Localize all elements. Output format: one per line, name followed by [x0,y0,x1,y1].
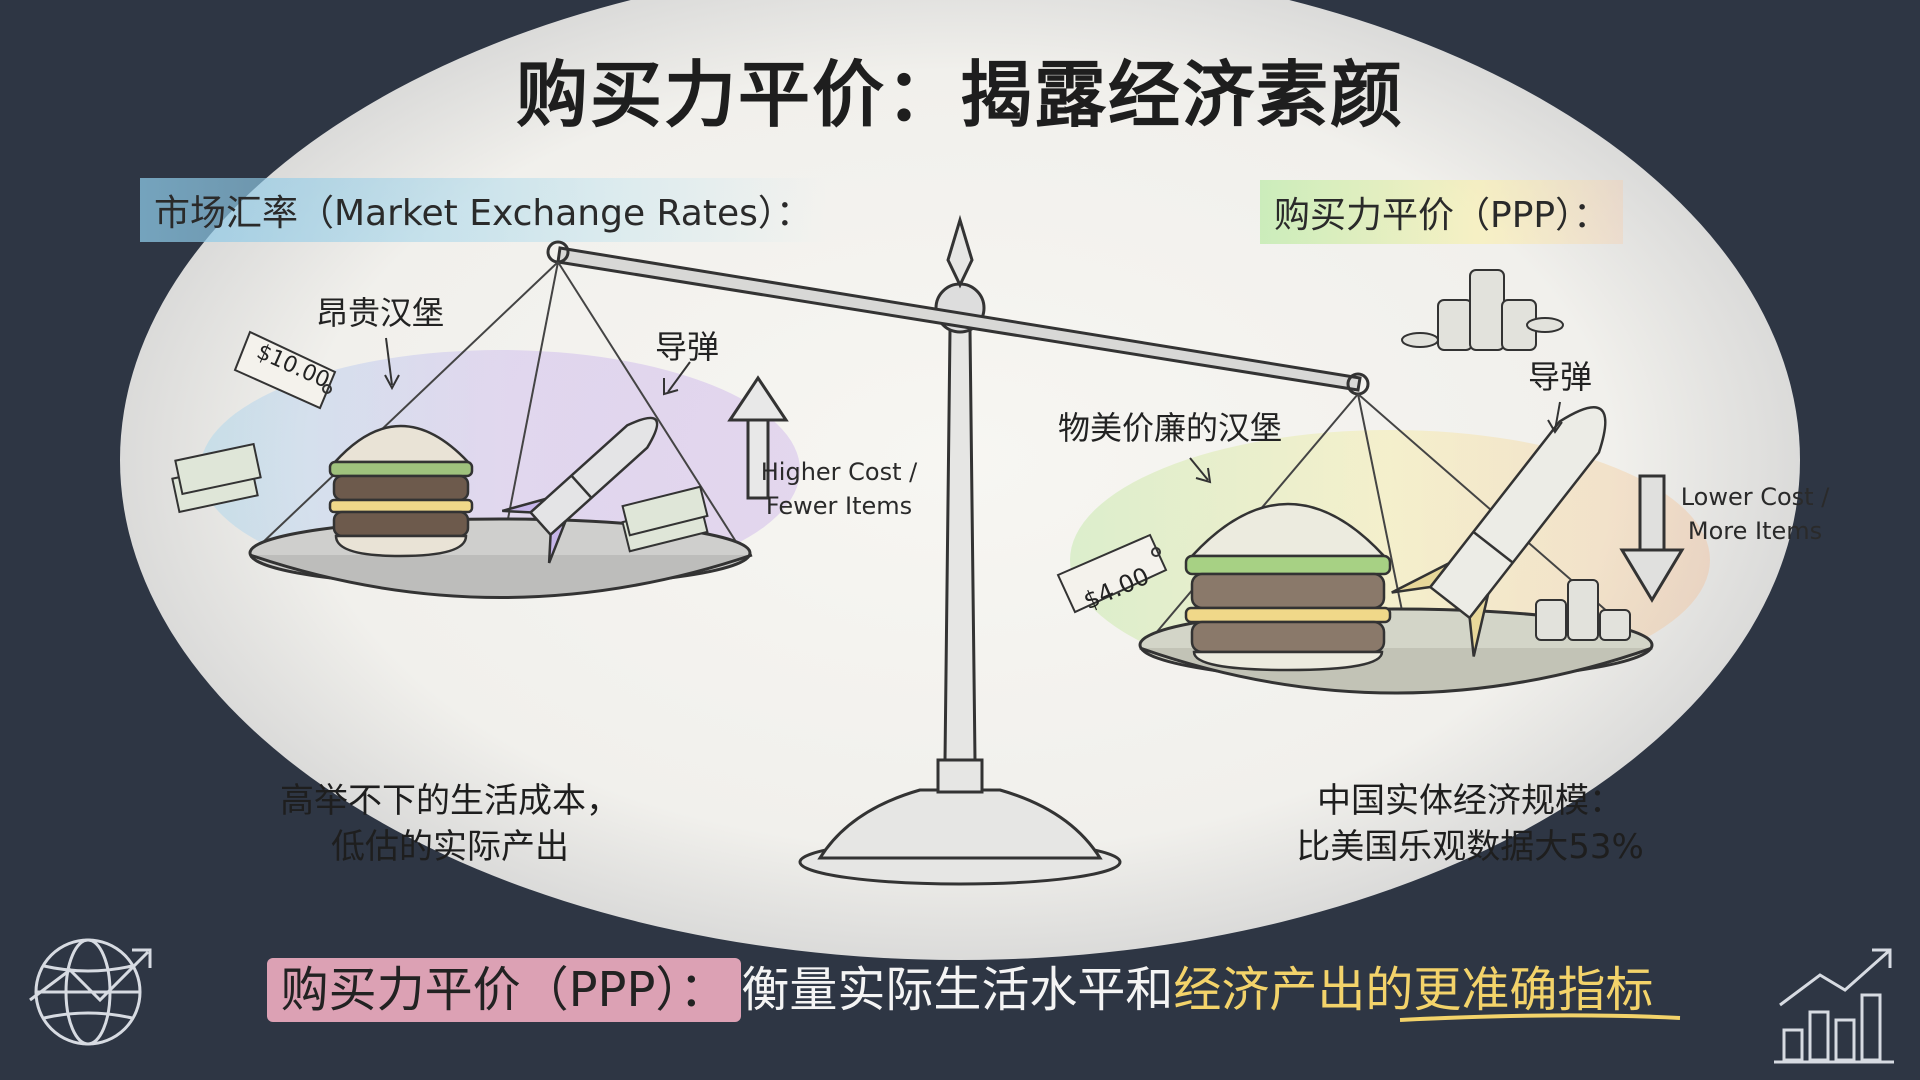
scale-stand [798,214,1122,886]
higher-cost-line1: Higher Cost / [760,458,918,486]
arrow-up-icon [727,375,789,500]
right-missile-icon [1391,405,1607,657]
page-title: 购买力平价：揭露经济素颜 [515,53,1404,137]
coin-stack-icon [1401,269,1564,351]
expensive-burger-label: 昂贵汉堡 [316,294,445,332]
left-pan-cash-icon [621,485,709,553]
higher-cost-note: Higher Cost / Fewer Items [754,455,924,523]
right-caption: 中国实体经济规模： 比美国乐观数据大53% [1250,778,1690,870]
market-exchange-heading: 市场汇率（Market Exchange Rates）： [140,178,826,242]
left-missile-label: 导弹 [655,328,720,366]
banner-plain: 衡量实际生活水平和 [741,962,1174,1018]
bottom-banner: 购买力平价（PPP）：衡量实际生活水平和经济产出的更准确指标 [0,950,1920,1022]
banner-accent: 经济产出的更准确指标 [1173,962,1654,1018]
lower-cost-line2: More Items [1687,517,1823,545]
banner-highlight: 购买力平价（PPP）： [266,958,742,1022]
globe-trend-icon [29,938,152,1046]
left-missile-icon [501,416,659,564]
left-caption-line2: 低估的实际产出 [331,827,569,867]
left-price-tag [233,330,337,410]
left-caption-line1: 高举不下的生活成本， [280,781,620,821]
left-caption: 高举不下的生活成本， 低估的实际产出 [240,778,660,870]
banner-underline [1399,1013,1681,1022]
right-caption-line1: 中国实体经济规模： [1317,781,1623,821]
bar-chart-up-icon [1774,948,1894,1064]
right-caption-line2: 比美国乐观数据大53% [1296,827,1644,867]
right-missile-label: 导弹 [1528,358,1593,396]
label-pointer-arrows [384,337,1563,484]
affordable-burger-icon [1184,502,1392,672]
ppp-heading: 购买力平价（PPP）： [1260,180,1624,244]
lower-cost-note: Lower Cost / More Items [1670,480,1840,548]
arrow-down-icon [1619,474,1685,603]
lower-cost-line1: Lower Cost / [1680,483,1830,511]
right-price-tag [1056,533,1168,614]
left-cash-stack-icon [171,442,262,514]
expensive-burger-icon [328,424,474,558]
affordable-burger-label: 物美价廉的汉堡 [1058,409,1283,447]
higher-cost-line2: Fewer Items [765,492,913,520]
pan-coins-icon [1535,579,1631,641]
